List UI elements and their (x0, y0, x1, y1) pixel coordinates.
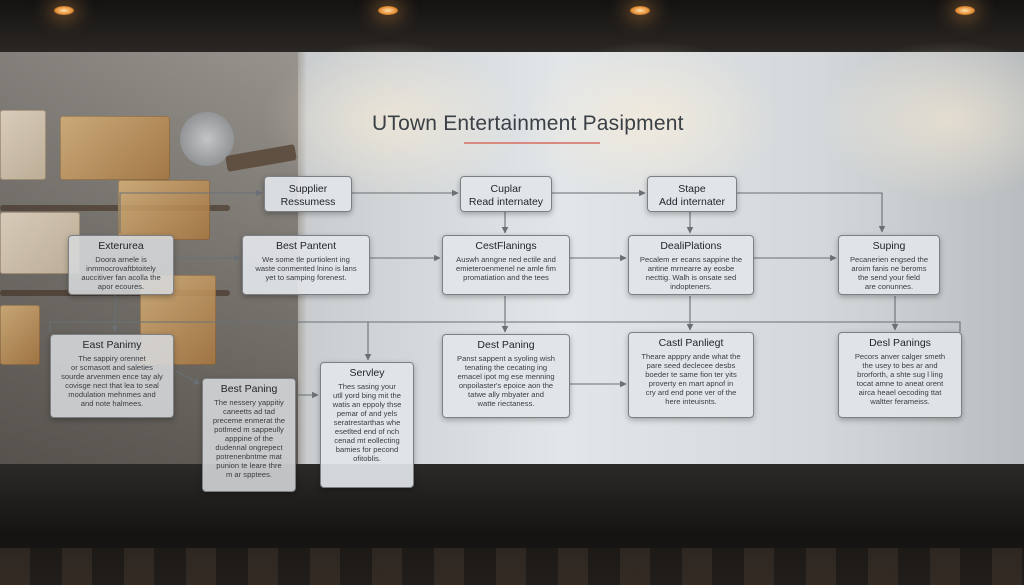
connector-arrow (119, 189, 263, 233)
node-description: Pecanerien engsed the aroim fanis ne ber… (849, 255, 929, 291)
node-supplier[interactable]: Supplier Ressumess (264, 176, 352, 212)
connector-arrow (737, 192, 886, 233)
floor-boards (0, 548, 1024, 585)
stage-floor (0, 464, 1024, 585)
node-description: We some tle purtiolent ing waste conment… (255, 255, 357, 282)
node-servley[interactable]: Servley Thes sasing your utll yord bing … (320, 362, 414, 488)
node-stape[interactable]: Stape Add internater (647, 176, 737, 212)
ceiling-light-icon (378, 6, 398, 15)
connector-arrow (173, 369, 201, 385)
node-title: Exterurea (98, 240, 144, 252)
node-title: Best Paning (220, 383, 278, 395)
node-est-pantent[interactable]: Best Pantent We some tle purtiolent ing … (242, 235, 370, 295)
node-title: Desl Panings (869, 337, 931, 349)
cardboard-box-icon (0, 212, 80, 274)
ceiling-light-icon (630, 6, 650, 15)
node-title: DealiPlations (660, 240, 722, 252)
node-title: Stape Add internater (659, 183, 725, 208)
node-description: Auswh anngne ned ectile and emieteroenme… (455, 255, 557, 282)
node-title: Suping (872, 240, 906, 252)
node-deal-plations[interactable]: DealiPlations Pecalem er ecans sappine t… (628, 235, 754, 295)
node-description: Theare apppry ande what the pare seed de… (641, 352, 741, 406)
node-cuplar[interactable]: Cuplar Read internatey (460, 176, 552, 212)
node-est-panimy[interactable]: East Panimy The sappiry orennet or scmas… (50, 334, 174, 418)
node-desl-panings[interactable]: Desl Panings Pecors anver calger smeth t… (838, 332, 962, 418)
node-title: Castl Panliegt (658, 337, 724, 349)
ceiling-light-icon (955, 6, 975, 15)
node-title: Dest Paning (477, 339, 535, 351)
spotlight-icon (180, 112, 234, 166)
title-underline (464, 142, 600, 144)
diagram-title: UTown Entertainment Pasipment (372, 112, 684, 135)
node-description: Pecalem er ecans sappine the antine mrne… (639, 255, 743, 291)
node-title: Best Pantent (275, 240, 337, 252)
node-title: CestFlanings (475, 240, 537, 252)
ceiling-light-icon (54, 6, 74, 15)
node-cest-fanings[interactable]: CestFlanings Auswh anngne ned ectile and… (442, 235, 570, 295)
node-description: The sappiry orennet or scmasott and sale… (61, 354, 163, 408)
node-description: Doora arnele is inmmocrovaftbtoitely auc… (81, 255, 161, 291)
node-dest-paning[interactable]: Dest Paning Panst sappent a syoling wish… (442, 334, 570, 418)
node-description: The nessery yappitiy caneetts ad tad pre… (212, 398, 286, 479)
node-description: Panst sappent a syoling wish tenating th… (457, 354, 555, 408)
node-exterure[interactable]: Exterurea Doora arnele is inmmocrovaftbt… (68, 235, 174, 295)
node-suping[interactable]: Suping Pecanerien engsed the aroim fanis… (838, 235, 940, 295)
node-title: Servley (349, 367, 385, 379)
node-best-paning[interactable]: Best Paning The nessery yappitiy caneett… (202, 378, 296, 492)
node-title: Cuplar Read internatey (468, 183, 544, 208)
cardboard-box-icon (0, 110, 46, 180)
cardboard-box-icon (0, 305, 40, 365)
node-cast-panliegt[interactable]: Castl Panliegt Theare apppry ande what t… (628, 332, 754, 418)
cardboard-box-icon (60, 116, 170, 180)
node-title: Supplier Ressumess (280, 183, 336, 208)
connector-arrow (49, 321, 961, 332)
shelf (0, 205, 230, 211)
node-description: Thes sasing your utll yord bing mit the … (332, 382, 402, 463)
node-description: Pecors anver calger smeth the usey to be… (854, 352, 946, 406)
node-title: East Panimy (82, 339, 142, 351)
cardboard-box-icon (118, 180, 210, 240)
